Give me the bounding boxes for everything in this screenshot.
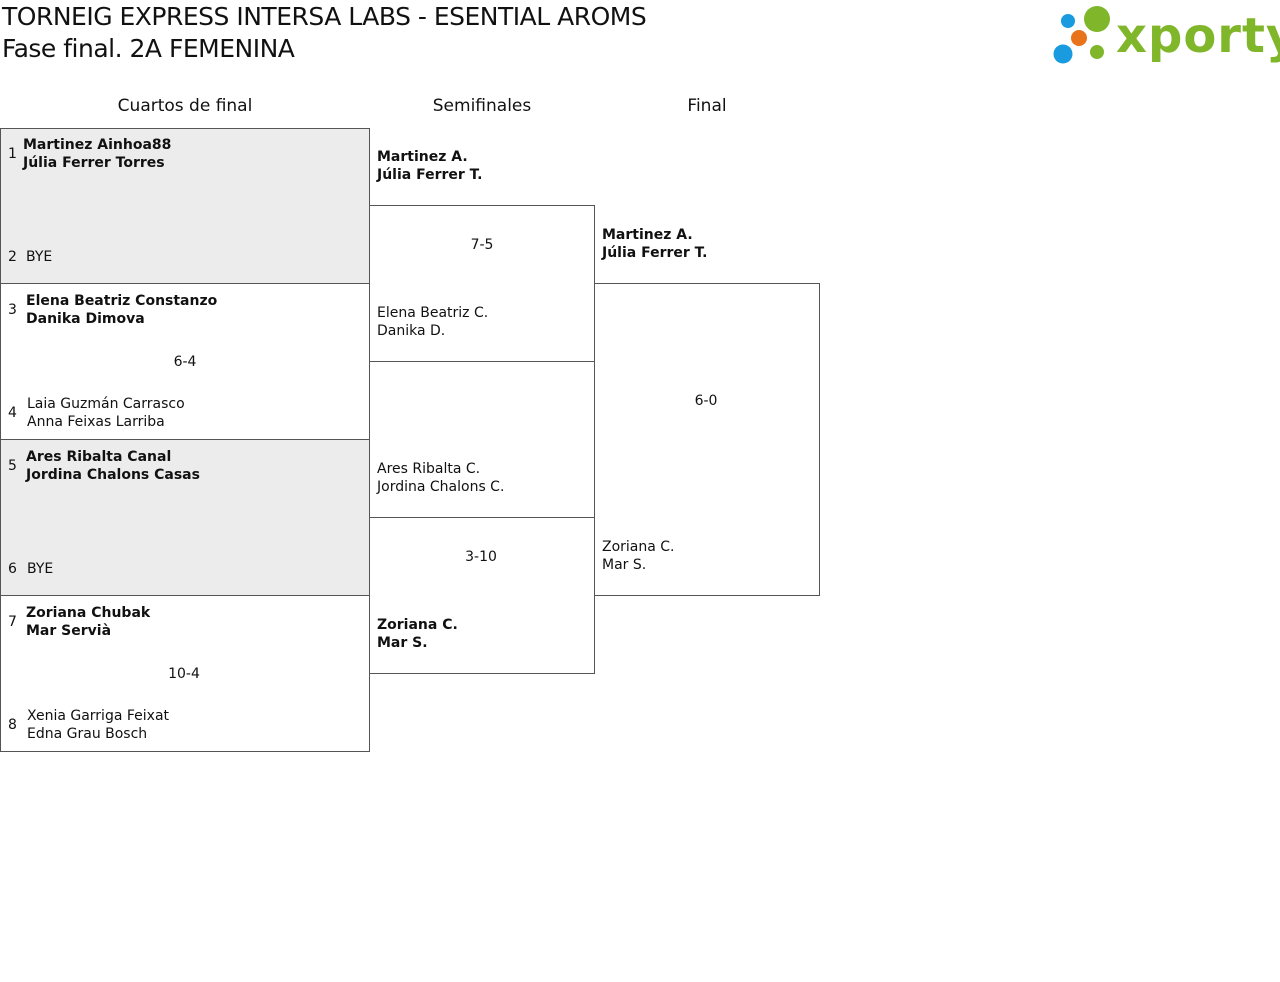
player-name: Júlia Ferrer T.: [602, 245, 708, 261]
logo-dots-icon: [1053, 6, 1110, 64]
player-name: Mar Servià: [26, 623, 112, 639]
player-name: Jordina Chalons C.: [377, 479, 505, 495]
seed-number: 7: [8, 614, 17, 630]
match-score: 3-10: [465, 549, 497, 565]
sf-match-1: [369, 205, 595, 362]
seed-number: 2: [8, 249, 17, 265]
sf-match-2: [369, 517, 595, 674]
player-name: BYE: [27, 561, 54, 577]
player-name: Zoriana Chubak: [26, 605, 151, 621]
player-name: Danika Dimova: [26, 311, 145, 327]
player-name: Martinez A.: [602, 227, 693, 243]
seed-number: 8: [8, 717, 17, 733]
tournament-title: TORNEIG EXPRESS INTERSA LABS - ESENTIAL …: [2, 2, 647, 31]
player-name: Xenia Garriga Feixat: [27, 708, 170, 724]
logo-text: xporty: [1116, 8, 1280, 64]
xporty-logo[interactable]: xporty: [1050, 4, 1280, 68]
phase-subtitle: Fase final. 2A FEMENINA: [2, 34, 295, 63]
final-match: [594, 283, 820, 596]
player-name: Júlia Ferrer Torres: [23, 155, 165, 171]
player-name: Mar S.: [377, 635, 428, 651]
player-name: Zoriana C.: [602, 539, 675, 555]
player-name: Edna Grau Bosch: [27, 726, 148, 742]
match-score: 6-4: [173, 354, 197, 370]
column-header-final: Final: [687, 96, 727, 116]
qf-match-4: [0, 595, 370, 752]
qf-match-2: [0, 283, 370, 440]
player-name: Mar S.: [602, 557, 647, 573]
player-name: Zoriana C.: [377, 617, 458, 633]
player-name: Ares Ribalta Canal: [26, 449, 172, 465]
player-name: Elena Beatriz Constanzo: [26, 293, 218, 309]
player-name: Danika D.: [377, 323, 446, 339]
column-header-quarterfinals: Cuartos de final: [117, 96, 253, 116]
player-name: Martinez Ainhoa88: [23, 137, 172, 153]
player-name: Anna Feixas Larriba: [27, 414, 165, 430]
player-name: Martinez A.: [377, 149, 468, 165]
match-score: 10-4: [168, 666, 200, 682]
player-name: Ares Ribalta C.: [377, 461, 481, 477]
seed-number: 5: [8, 458, 17, 474]
match-score: 7-5: [470, 237, 494, 253]
player-name: Laia Guzmán Carrasco: [27, 396, 185, 412]
match-score: 6-0: [694, 393, 718, 409]
player-name: Jordina Chalons Casas: [26, 467, 200, 483]
player-name: BYE: [26, 249, 53, 265]
qf-match-1: [0, 128, 370, 284]
seed-number: 4: [8, 405, 17, 421]
player-name: Elena Beatriz C.: [377, 305, 489, 321]
column-header-semifinals: Semifinales: [432, 96, 532, 116]
seed-number: 6: [8, 561, 17, 577]
seed-number: 1: [8, 146, 17, 162]
seed-number: 3: [8, 302, 17, 318]
player-name: Júlia Ferrer T.: [377, 167, 483, 183]
